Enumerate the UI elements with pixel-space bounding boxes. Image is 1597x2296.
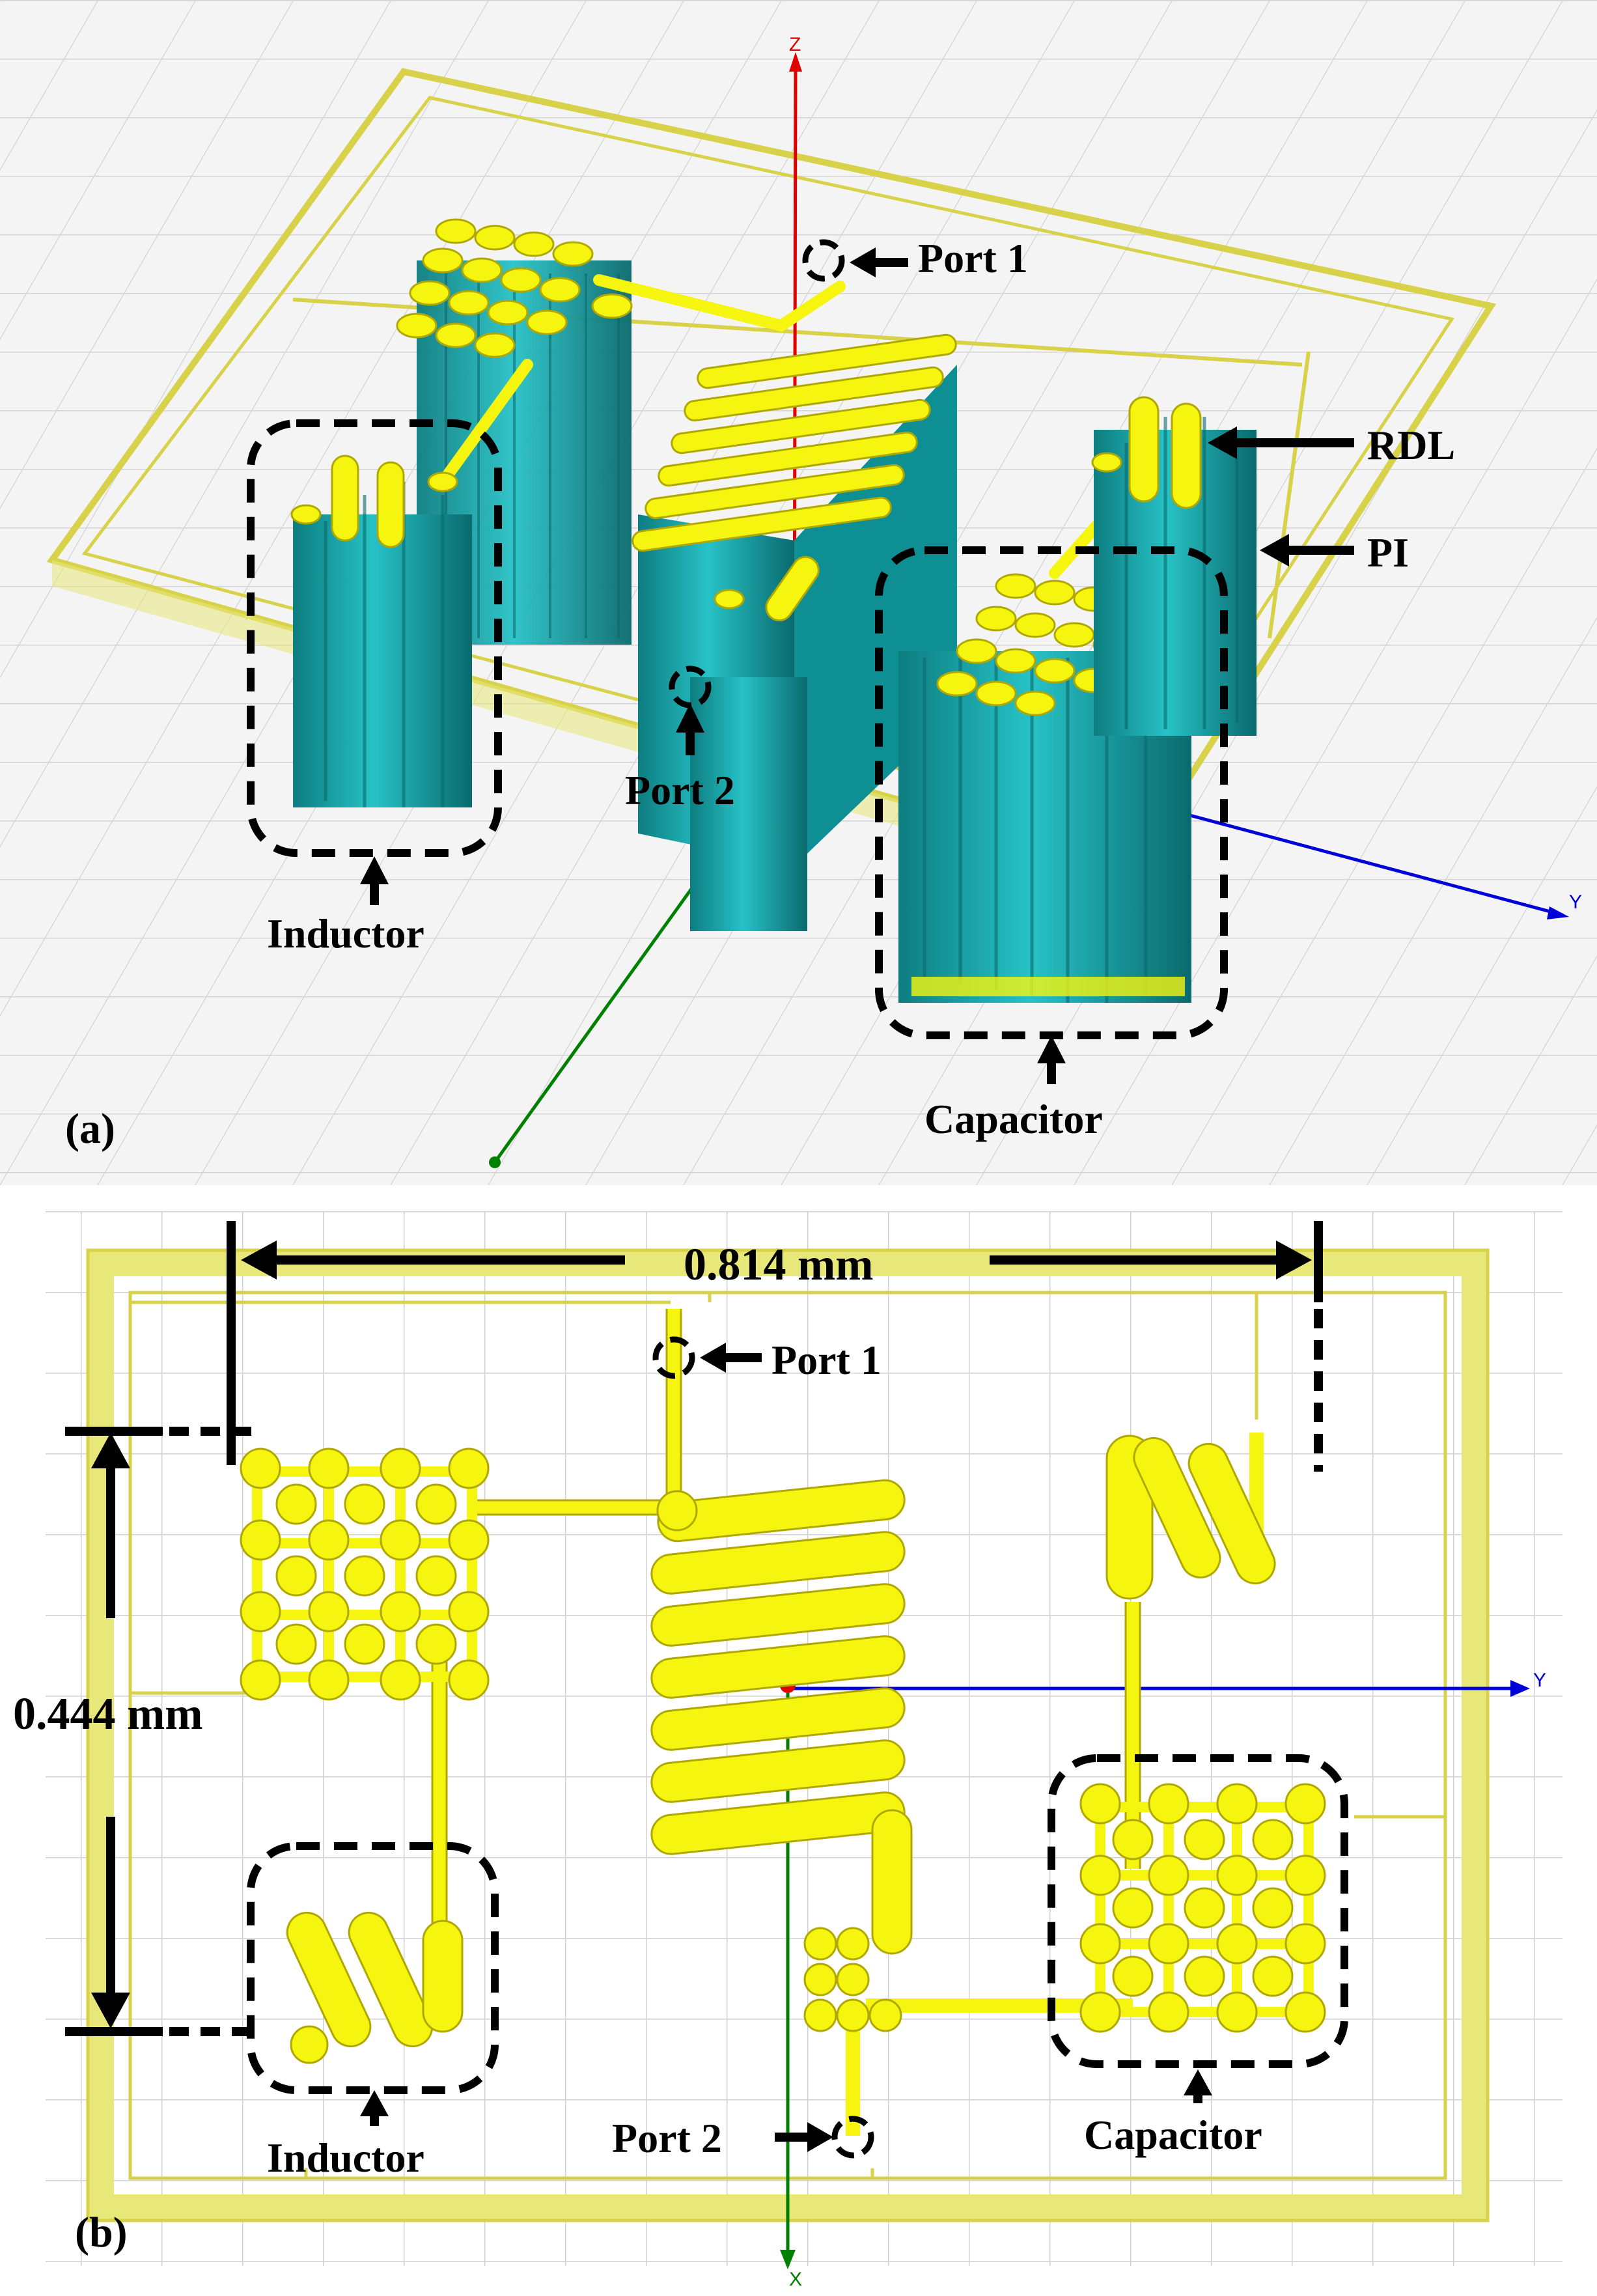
- y-axis-top: Y: [788, 1670, 1546, 1697]
- x-axis-3d: [489, 871, 705, 1168]
- annotation-arrows-b: [360, 1343, 1212, 2152]
- inductor-center-3d: [632, 333, 957, 931]
- annotation-arrows-a: [360, 247, 1354, 1084]
- y-axis-3d: Y: [1184, 812, 1582, 919]
- inductor-label-top: Inductor: [267, 2135, 424, 2181]
- inductor-highlight-box: [247, 419, 502, 857]
- port1-label-top: Port 1: [771, 1337, 882, 1383]
- capacitor-label-top: Capacitor: [1084, 2112, 1262, 2158]
- panel-divider: [0, 1185, 1597, 1211]
- z-axis-label: Z: [789, 34, 801, 55]
- inductor-right-top: [1105, 1435, 1276, 1600]
- capacitor-back-3d: [396, 218, 633, 645]
- dimension-height: [65, 1427, 260, 2036]
- inductor-label: Inductor: [267, 910, 424, 957]
- capacitor-top-left: [240, 1448, 490, 1701]
- port1-marker: [802, 239, 845, 282]
- panel-a-label: (a): [65, 1105, 115, 1153]
- inductor-highlight-box-top: [247, 1842, 499, 2094]
- x-axis-top-label: X: [789, 2269, 802, 2290]
- dimension-height-label: 0.444 mm: [13, 1689, 203, 1739]
- panel-a-3d-view: Z Y: [0, 0, 1597, 1185]
- y-axis-top-label: Y: [1533, 1670, 1546, 1691]
- port1-label: Port 1: [918, 235, 1028, 281]
- inductor-left-top: [286, 1911, 464, 2064]
- panel-b-label: (b): [75, 2209, 128, 2256]
- pi-label: PI: [1367, 529, 1409, 576]
- port2-label: Port 2: [625, 767, 735, 813]
- capacitor-label: Capacitor: [924, 1096, 1103, 1142]
- panel-b-top-view: Y X Z: [13, 1211, 1562, 2290]
- dimension-width: [227, 1221, 1323, 1472]
- inductor-left-3d: [290, 455, 472, 807]
- inductor-center-top: [650, 1479, 913, 1955]
- capacitor-top-right: [1079, 1783, 1326, 2033]
- capacitor-highlight-box-top: [1048, 1754, 1348, 2068]
- port1-marker-top: [652, 1336, 695, 1379]
- inductor-right-3d: [1091, 396, 1257, 736]
- port2-label-top: Port 2: [612, 2115, 722, 2161]
- y-axis-label: Y: [1569, 891, 1582, 913]
- port2-marker-top: [831, 2116, 874, 2159]
- rdl-label: RDL: [1367, 422, 1455, 468]
- port2-feed: [803, 1927, 902, 2032]
- dimension-width-label: 0.814 mm: [684, 1240, 874, 1290]
